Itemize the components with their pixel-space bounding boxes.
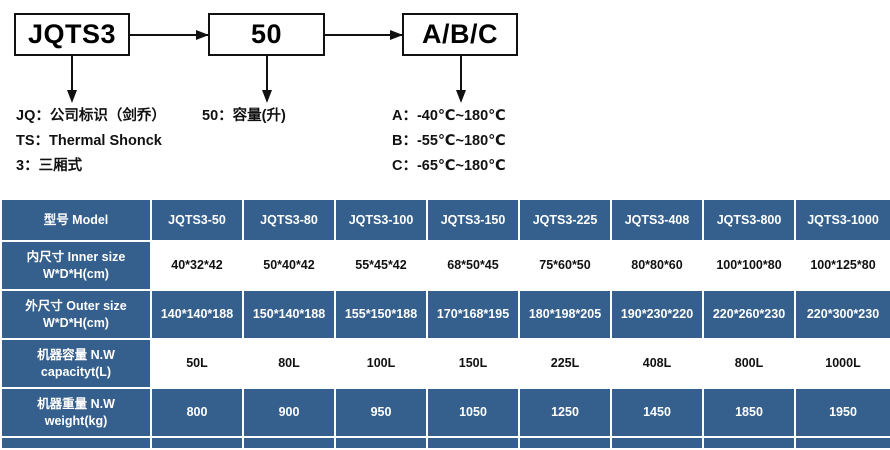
table-cell-r1-c1: 40*32*42 — [152, 242, 242, 289]
legend-line-ts: TS：Thermal Shonck — [16, 133, 162, 149]
table-row-partial — [2, 438, 890, 448]
row-label-line1: 内尺寸 Inner size — [26, 249, 126, 264]
legend-temperature-code: A：-40℃~180℃ B：-55℃~180℃ C：-65℃~180℃ — [392, 104, 506, 179]
table-partial-cell-9 — [796, 438, 890, 448]
code-box-temp-range: A/B/C — [402, 13, 518, 56]
table-cell-r2-c4: 170*168*195 — [428, 291, 518, 338]
table-header-model-7: JQTS3-800 — [704, 200, 794, 240]
code-box-model-prefix: JQTS3 — [14, 13, 130, 56]
arrow-down-temp — [455, 56, 466, 103]
table-cell-r2-c5: 180*198*205 — [520, 291, 610, 338]
table-cell-r4-c6: 1450 — [612, 389, 702, 436]
table-header-model-4: JQTS3-150 — [428, 200, 518, 240]
table-partial-cell-1 — [2, 438, 150, 448]
table-cell-r4-c1: 800 — [152, 389, 242, 436]
table-partial-cell-3 — [244, 438, 334, 448]
table-header-model-1: JQTS3-50 — [152, 200, 242, 240]
table-cell-r3-c6: 408L — [612, 340, 702, 387]
table-partial-cell-8 — [704, 438, 794, 448]
legend-line-three: 3：三厢式 — [16, 158, 83, 174]
table-header-model-5: JQTS3-225 — [520, 200, 610, 240]
model-code-diagram: JQTS3 50 A/B/C JQ：公司标识（剑乔） TS：Thermal Sh… — [0, 0, 890, 196]
legend-company-code: JQ：公司标识（剑乔） TS：Thermal Shonck 3：三厢式 — [16, 104, 166, 179]
table-cell-r2-c7: 220*260*230 — [704, 291, 794, 338]
table-cell-r3-c1: 50L — [152, 340, 242, 387]
table-cell-r2-c1: 140*140*188 — [152, 291, 242, 338]
row-label-line2: weight(kg) — [44, 413, 108, 428]
arrow-down-prefix — [66, 56, 77, 103]
table-cell-r3-c5: 225L — [520, 340, 610, 387]
table-cell-r1-c7: 100*100*80 — [704, 242, 794, 289]
table-cell-r4-c7: 1850 — [704, 389, 794, 436]
row-label-line2: W*D*H(cm) — [43, 266, 109, 281]
table-partial-cell-4 — [336, 438, 426, 448]
legend-line-temp-b: B：-55℃~180℃ — [392, 133, 506, 149]
table-cell-r1-c3: 55*45*42 — [336, 242, 426, 289]
code-box-volume: 50 — [208, 13, 325, 56]
table-cell-r4-c8: 1950 — [796, 389, 890, 436]
table-cell-r4-c5: 1250 — [520, 389, 610, 436]
table-header-model-8: JQTS3-1000 — [796, 200, 890, 240]
table-cell-r4-c2: 900 — [244, 389, 334, 436]
table-cell-r1-c6: 80*80*60 — [612, 242, 702, 289]
legend-line-temp-a: A：-40℃~180℃ — [392, 108, 506, 124]
table-cell-r3-c2: 80L — [244, 340, 334, 387]
table-partial-cell-5 — [428, 438, 518, 448]
row-label-line1: 机器容量 N.W — [37, 347, 115, 362]
row-label-line2: W*D*H(cm) — [43, 315, 109, 330]
table-cell-r3-c4: 150L — [428, 340, 518, 387]
arrow-volume-to-temp — [325, 29, 403, 40]
table-header-model-3: JQTS3-100 — [336, 200, 426, 240]
table-cell-r4-c3: 950 — [336, 389, 426, 436]
arrow-down-volume — [261, 56, 272, 103]
table-cell-r3-c7: 800L — [704, 340, 794, 387]
legend-volume-code: 50：容量(升) — [202, 104, 286, 129]
table-cell-r1-c2: 50*40*42 — [244, 242, 334, 289]
legend-line-volume: 50：容量(升) — [202, 108, 286, 124]
table-cell-r3-c3: 100L — [336, 340, 426, 387]
legend-line-jq: JQ：公司标识（剑乔） — [16, 108, 166, 124]
table-cell-r1-c4: 68*50*45 — [428, 242, 518, 289]
table-cell-r2-c2: 150*140*188 — [244, 291, 334, 338]
table-cell-r1-c8: 100*125*80 — [796, 242, 890, 289]
table-partial-cell-6 — [520, 438, 610, 448]
row-label-line2: capacityt(L) — [40, 364, 112, 379]
arrow-prefix-to-volume — [130, 29, 209, 40]
table-cell-r2-c6: 190*230*220 — [612, 291, 702, 338]
table-row-label: 机器容量 N.W capacityt(L) — [2, 340, 150, 387]
legend-line-temp-c: C：-65℃~180℃ — [392, 158, 506, 174]
table-partial-cell-7 — [612, 438, 702, 448]
row-label-line1: 外尺寸 Outer size — [25, 298, 127, 313]
table-cell-r2-c3: 155*150*188 — [336, 291, 426, 338]
table-header-model-6: JQTS3-408 — [612, 200, 702, 240]
table-partial-cell-2 — [152, 438, 242, 448]
table-cell-r1-c5: 75*60*50 — [520, 242, 610, 289]
table-cell-r4-c4: 1050 — [428, 389, 518, 436]
table-cell-r3-c8: 1000L — [796, 340, 890, 387]
table-row-label: 机器重量 N.W weight(kg) — [2, 389, 150, 436]
table-cell-r2-c8: 220*300*230 — [796, 291, 890, 338]
table-header-label: 型号 Model — [2, 200, 150, 240]
row-label-line1: 机器重量 N.W — [37, 396, 115, 411]
table-header-model-2: JQTS3-80 — [244, 200, 334, 240]
